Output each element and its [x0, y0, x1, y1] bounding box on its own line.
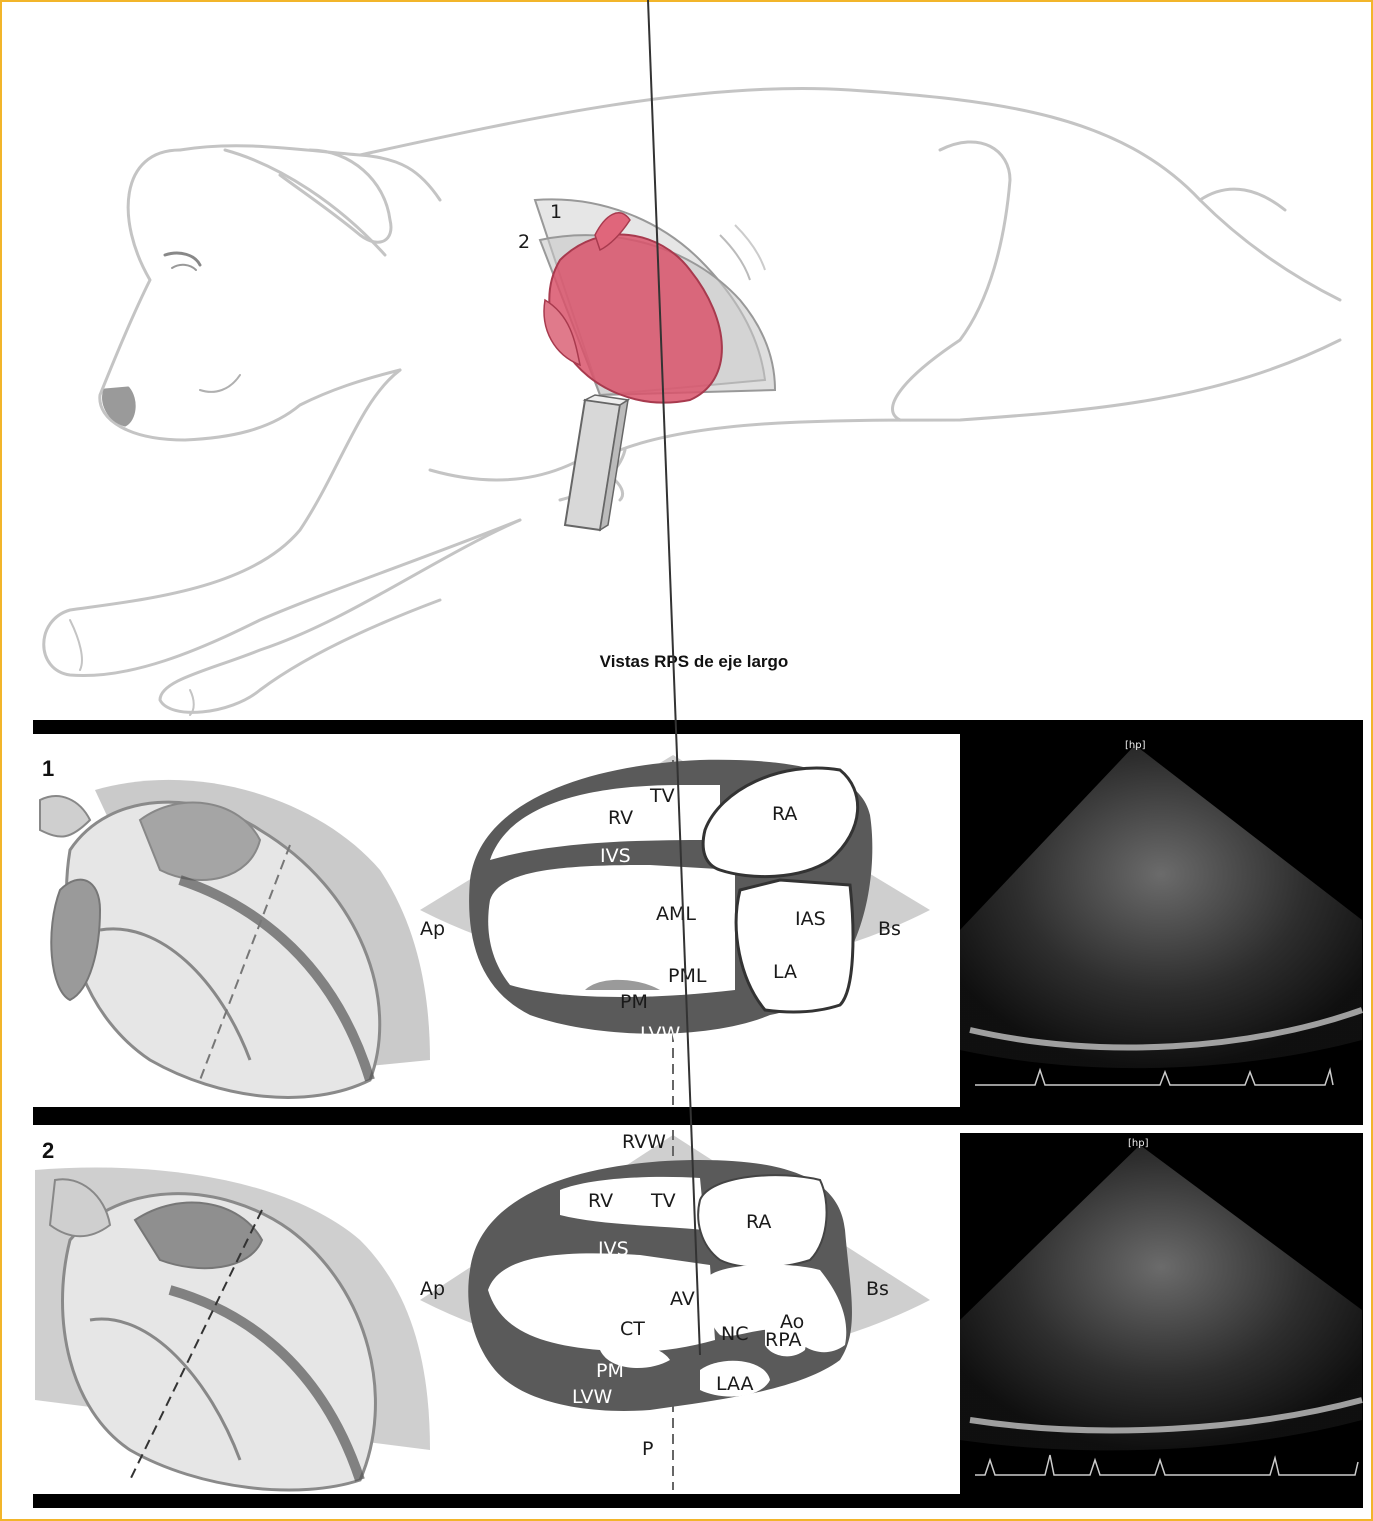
dog-illustration	[44, 88, 1340, 715]
label-rpa: RPA	[765, 1329, 801, 1351]
plane-2-label: 2	[518, 231, 530, 253]
label-ap: Ap	[420, 1278, 445, 1300]
label-ra: RA	[746, 1211, 771, 1233]
label-pm: PM	[596, 1360, 624, 1382]
panel-number: 1	[42, 756, 54, 781]
label-rv: RV	[588, 1190, 613, 1212]
label-lvw: LVW	[640, 1023, 680, 1045]
schematic-panel-2: RVW RV TV RA IVS Ap Bs AV Ao NC CT RPA P…	[420, 0, 930, 1490]
label-ap: Ap	[420, 918, 445, 940]
divider-bar-bottom	[33, 1494, 1363, 1508]
label-laa: LAA	[716, 1373, 754, 1395]
label-nc: NC	[721, 1323, 748, 1345]
label-tv: TV	[649, 785, 675, 807]
echo-logo: [hp]	[1128, 1138, 1149, 1149]
label-ct: CT	[620, 1318, 645, 1340]
echo-image-panel-2: [hp]	[960, 1133, 1363, 1494]
label-ivs: IVS	[598, 1238, 629, 1260]
plane-1-label: 1	[550, 201, 562, 223]
panel-number: 2	[42, 1138, 54, 1163]
schematic-panel-1: TV RV RA IVS AML IAS Ap Bs PML LA PM LVW	[420, 755, 930, 1105]
heart-3d-illustration	[35, 1168, 430, 1490]
label-bs: Bs	[866, 1278, 889, 1300]
label-rvw: RVW	[622, 1131, 666, 1153]
label-ias: IAS	[795, 908, 826, 930]
label-bs: Bs	[878, 918, 901, 940]
label-la: LA	[773, 961, 797, 983]
echo-logo: [hp]	[1125, 740, 1146, 751]
figure-caption: Vistas RPS de eje largo	[600, 652, 789, 671]
label-tv: TV	[650, 1190, 676, 1212]
label-pml: PML	[668, 965, 707, 987]
heart-3d-illustration	[40, 780, 430, 1098]
label-lvw: LVW	[572, 1386, 612, 1408]
label-pm: PM	[620, 991, 648, 1013]
echo-image-panel-1: [hp]	[960, 734, 1363, 1107]
divider-bar-middle	[33, 1107, 1363, 1125]
divider-bar-top	[33, 720, 1363, 734]
label-ra: RA	[772, 803, 797, 825]
label-av: AV	[670, 1288, 695, 1310]
label-aml: AML	[656, 903, 696, 925]
label-rv: RV	[608, 807, 633, 829]
dog-heart-scan: 1 2	[518, 199, 775, 530]
label-ivs: IVS	[600, 845, 631, 867]
label-p: P	[642, 1438, 653, 1460]
panel-1: 1 TV RV	[40, 734, 1363, 1107]
